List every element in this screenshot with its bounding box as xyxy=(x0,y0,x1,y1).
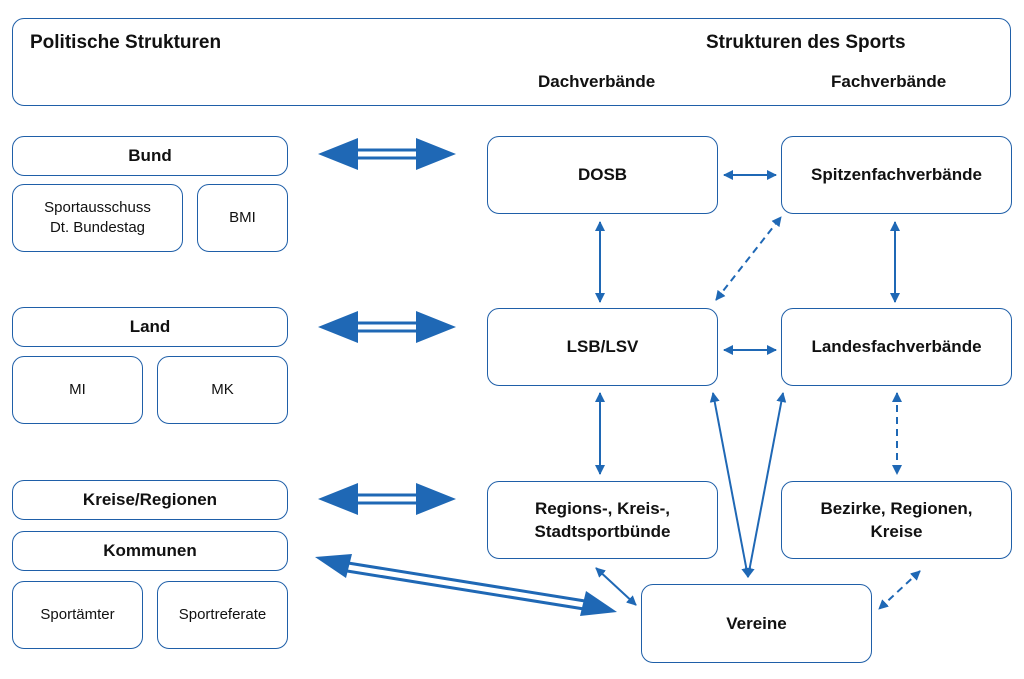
umbrella-associations-heading: Dachverbände xyxy=(538,72,656,91)
kreise-regions-double-arrow xyxy=(318,483,456,515)
sportreferate-label: Sportreferate xyxy=(178,606,267,623)
kreise-regionen-box: Kreise/Regionen xyxy=(12,480,288,520)
landesfach-vereine-arrow xyxy=(744,392,787,578)
kommunen-box: Kommunen xyxy=(12,531,288,571)
sportaemter-label: Sportämter xyxy=(40,606,115,623)
specialist-associations-heading: Fachverbände xyxy=(831,72,947,91)
landesfachverbaende-box: Landesfachverbände xyxy=(781,308,1012,386)
mk-label: MK xyxy=(211,381,234,398)
sportausschuss-box: Sportausschuss Dt. Bundestag xyxy=(12,184,183,252)
spitzenfachverbaende-box: Spitzenfachverbände xyxy=(781,136,1012,214)
bund-box: Bund xyxy=(12,136,288,176)
kommunen-vereine-double-arrow xyxy=(315,554,617,616)
mi-label: MI xyxy=(69,381,86,398)
mk-box: MK xyxy=(157,356,288,424)
bmi-box: BMI xyxy=(197,184,288,252)
dosb-label: DOSB xyxy=(577,165,628,184)
land-box: Land xyxy=(12,307,288,347)
bund-label: Bund xyxy=(128,146,172,165)
kreise-regionen-label: Kreise/Regionen xyxy=(82,490,218,509)
lsb-box: LSB/LSV xyxy=(487,308,718,386)
spitzenfachverbaende-label: Spitzenfachverbände xyxy=(811,165,982,184)
land-lsb-double-arrow xyxy=(318,311,456,343)
vereine-box: Vereine xyxy=(641,584,872,663)
regions-sportbuende-label: Regions-, Kreis-, Stadtsportbünde xyxy=(534,499,671,541)
regions-sportbuende-box: Regions-, Kreis-, Stadtsportbünde xyxy=(487,481,718,559)
sports-structures-heading: Strukturen des Sports xyxy=(706,32,906,53)
landesfachverbaende-label: Landesfachverbände xyxy=(811,337,982,356)
dosb-box: DOSB xyxy=(487,136,718,214)
lsb-vereine-arrow xyxy=(709,392,752,578)
kommunen-label: Kommunen xyxy=(103,541,197,560)
bmi-label: BMI xyxy=(229,209,256,226)
bezirke-box: Bezirke, Regionen, Kreise xyxy=(781,481,1012,559)
bezirke-label: Bezirke, Regionen, Kreise xyxy=(820,499,973,541)
lsb-label: LSB/LSV xyxy=(566,337,639,356)
sportreferate-box: Sportreferate xyxy=(157,581,288,649)
political-structures-heading: Politische Strukturen xyxy=(30,32,222,53)
land-label: Land xyxy=(129,317,171,336)
regions-vereine-arrow xyxy=(595,567,637,606)
lsb-spitzen-dashed-arrow xyxy=(715,216,782,301)
header-frame xyxy=(12,18,1011,106)
sportausschuss-label: Sportausschuss Dt. Bundestag xyxy=(44,199,151,236)
sportaemter-box: Sportämter xyxy=(12,581,143,649)
vereine-label: Vereine xyxy=(726,613,787,633)
mi-box: MI xyxy=(12,356,143,424)
bezirke-vereine-dashed-arrow xyxy=(878,570,921,610)
bund-dosb-double-arrow xyxy=(318,138,456,170)
